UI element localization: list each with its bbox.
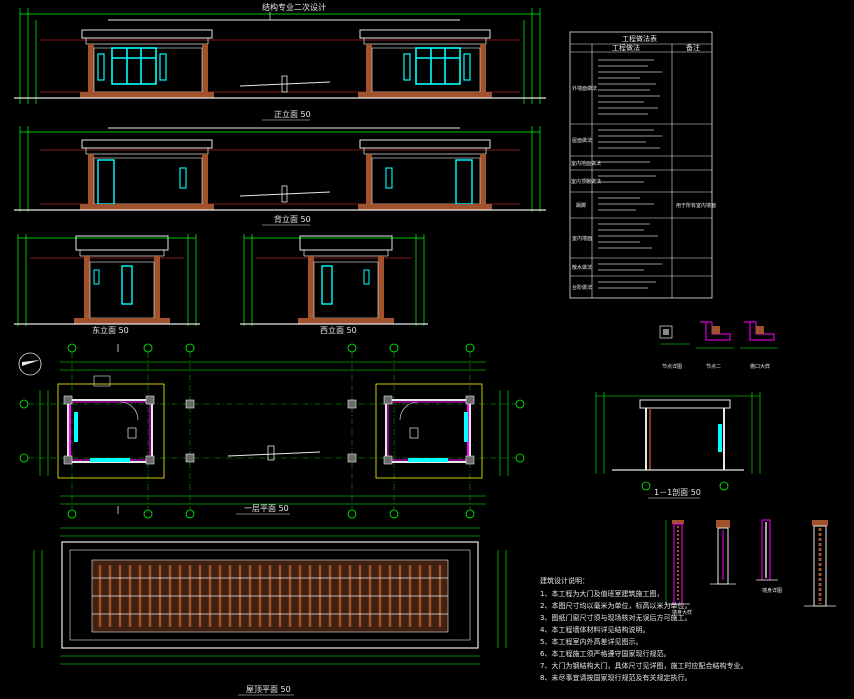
table-row-label: 室内顶棚做法	[571, 178, 601, 185]
detail-label: 檐口大样	[750, 363, 770, 370]
west-elevation-title: 西立面 50	[320, 325, 357, 335]
back-elevation-title: 背立面 50	[274, 214, 311, 224]
ground-plan: 一层平面 50	[18, 343, 525, 519]
table-header-col1: 工程做法	[612, 43, 640, 52]
table-row-label: 室内墙面	[572, 235, 592, 242]
small-details: 节点详图 节点二 檐口大样	[659, 321, 778, 370]
table-row-label: 散水做法	[572, 264, 592, 271]
section-title: 1－1剖面 50	[654, 487, 701, 497]
notes-line: 6、本工程施工须严格遵守国家现行规范。	[540, 649, 670, 658]
table-title: 工程做法表	[622, 34, 657, 43]
detail-label: 节点二	[706, 364, 721, 370]
table-header-col2: 备注	[686, 43, 700, 52]
table-row-label: 外墙面做法	[572, 85, 597, 92]
notes-title: 建筑设计说明：	[540, 576, 589, 585]
east-elevation: 东立面 50	[14, 234, 200, 335]
table-row-label: 踢脚	[576, 202, 586, 209]
detail-label: 墙身大样	[672, 609, 692, 616]
west-elevation: 西立面 50	[240, 234, 428, 335]
table-row-label: 室内地面做法	[571, 160, 601, 167]
design-notes: 建筑设计说明： 1、本工程为大门及值班室建筑施工图， 2、本图尺寸均以毫米为单位…	[540, 576, 747, 682]
east-elevation-title: 东立面 50	[92, 325, 129, 335]
table-remark: 用于所有室内墙面	[676, 202, 716, 209]
table-row-label: 台阶做法	[572, 284, 592, 291]
roof-plan: 屋顶平面 50	[33, 527, 507, 696]
notes-line: 8、未尽事宜请按国家现行规范及有关规定执行。	[540, 673, 691, 682]
notes-line: 4、本工程墙体材料详见结构说明。	[540, 625, 649, 634]
back-elevation: 背立面 50	[14, 126, 546, 226]
construction-table: 工程做法表 工程做法 备注 外墙面做法 屋面做法 室内地面做法 室内顶棚做法 踢…	[569, 31, 716, 299]
notes-line: 1、本工程为大门及值班室建筑施工图，	[540, 589, 663, 598]
top-note: 结构专业二次设计	[262, 2, 326, 12]
ground-plan-title: 一层平面 50	[244, 504, 289, 513]
notes-line: 7、大门为钢结构大门，具体尺寸见详图，施工时应配合结构专业。	[540, 661, 747, 670]
section-1-1: 1－1剖面 50	[595, 392, 761, 499]
front-elevation: 结构专业二次设计 正立面 50	[14, 2, 546, 121]
notes-line: 2、本图尺寸均以毫米为单位，标高以米为单位。	[540, 601, 691, 610]
front-elevation-title: 正立面 50	[274, 109, 311, 119]
table-row-label: 屋面做法	[572, 137, 592, 144]
notes-line: 3、图纸门窗尺寸须与现场核对无误后方可施工。	[540, 613, 691, 622]
wall-details: 墙身大样 墙身详图	[665, 519, 836, 616]
notes-line: 5、本工程室内外高差详见图示。	[540, 637, 642, 646]
detail-label: 墙身详图	[762, 587, 782, 594]
roof-plan-title: 屋顶平面 50	[246, 685, 291, 694]
detail-label: 节点详图	[662, 363, 682, 370]
